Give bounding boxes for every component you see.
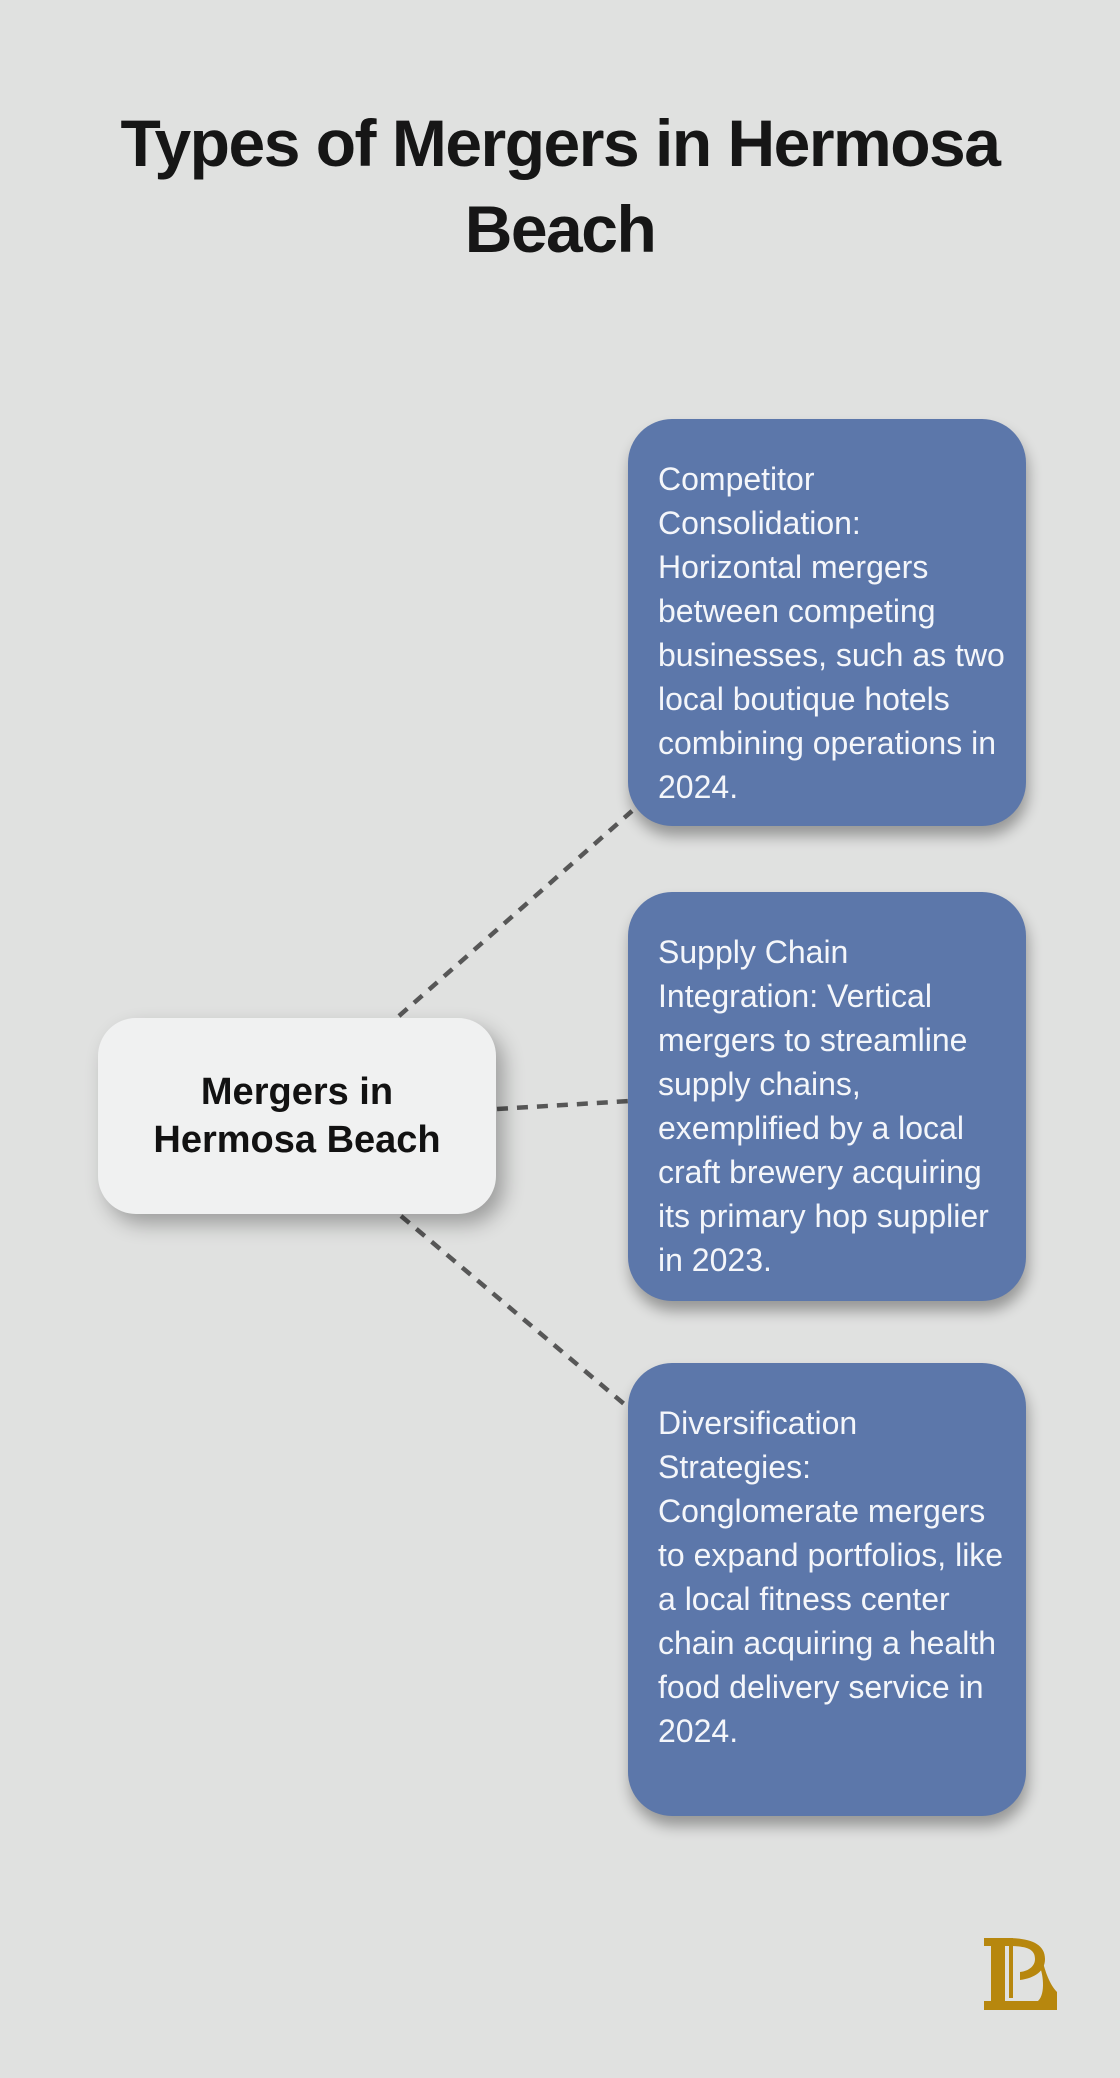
connector-line-top [397, 809, 634, 1018]
branch-card-diversification-strategies: Diversification Strategies: Conglomerate… [628, 1363, 1026, 1816]
root-node-label-line-2: Hermosa Beach [153, 1119, 441, 1161]
page-title-line-1: Types of Mergers in Hermosa [120, 106, 1001, 180]
logo-base [984, 2001, 1057, 2010]
connector-line-middle [496, 1098, 631, 1112]
logo-p-stem [1009, 1938, 1013, 1998]
logo-l-stem [984, 1938, 1009, 2002]
brand-logo-lp-icon [984, 1938, 1057, 2010]
page-title: Types of Mergers in Hermosa Beach [0, 100, 1120, 272]
logo-tail [1038, 1958, 1057, 2001]
branch-card-competitor-consolidation: Competitor Consolidation: Horizontal mer… [628, 419, 1026, 826]
root-node-label-line-1: Mergers in [200, 1071, 394, 1113]
branch-card-supply-chain-integration: Supply Chain Integration: Vertical merge… [628, 892, 1026, 1301]
root-node-mergers: Mergers in Hermosa Beach [98, 1018, 496, 1214]
connector-line-bottom [399, 1214, 638, 1416]
page-title-line-2: Beach [464, 192, 657, 266]
